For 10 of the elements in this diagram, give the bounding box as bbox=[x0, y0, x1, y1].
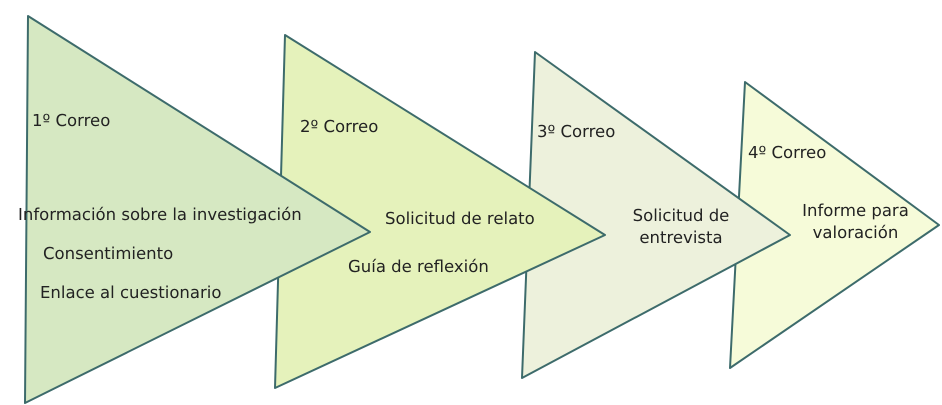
step-heading: 3º Correo bbox=[537, 121, 616, 143]
step-item: Guía de reflexión bbox=[348, 256, 489, 278]
step-item: Solicitud de relato bbox=[385, 208, 535, 230]
step-heading: 2º Correo bbox=[300, 116, 378, 138]
step-item: Informe para valoración bbox=[801, 200, 910, 244]
step-item: Consentimiento bbox=[43, 243, 174, 265]
step-item: Enlace al cuestionario bbox=[40, 282, 222, 304]
step-heading: 1º Correo bbox=[32, 110, 110, 132]
step-heading: 4º Correo bbox=[748, 142, 826, 164]
step-item: Solicitud de entrevista bbox=[632, 205, 730, 249]
